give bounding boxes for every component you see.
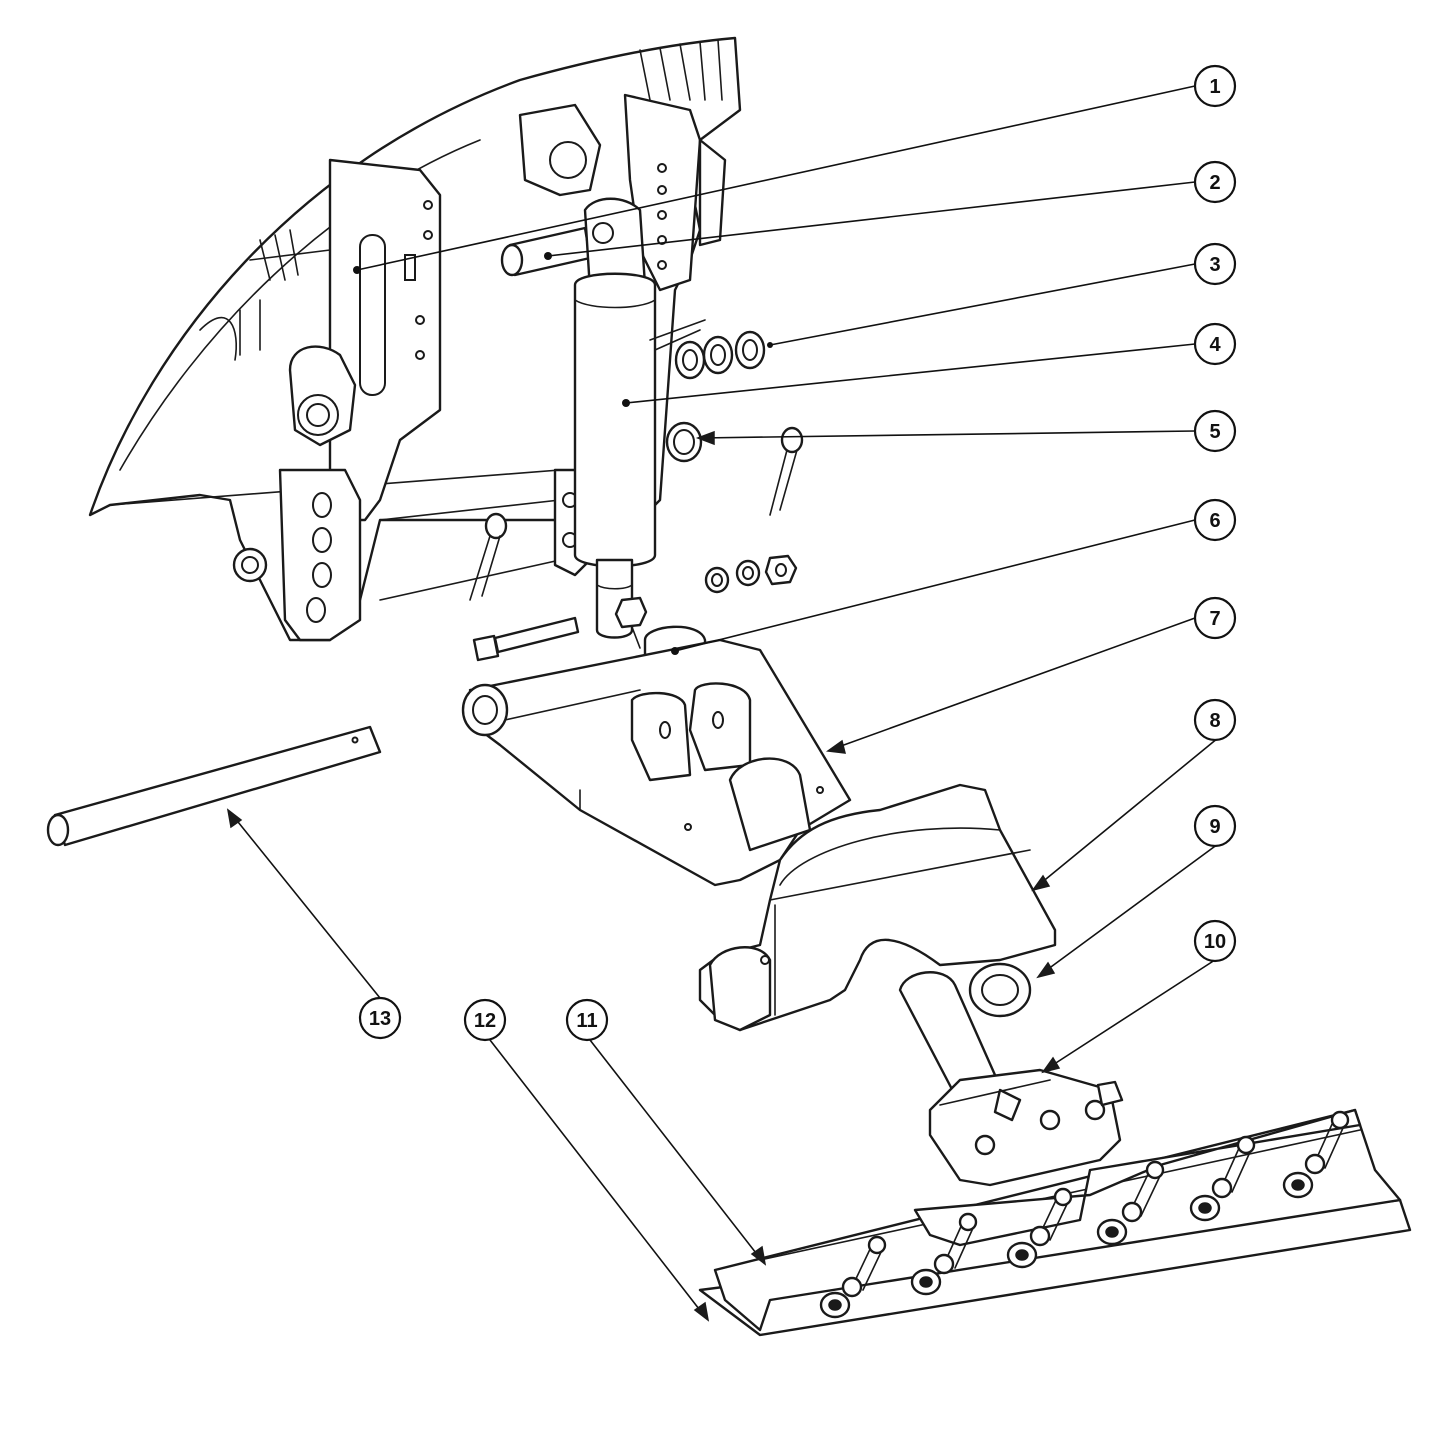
bolt <box>472 596 648 662</box>
callout-2-label: 2 <box>1209 172 1220 194</box>
blade-holes <box>819 1171 1314 1319</box>
r-clips <box>469 426 804 601</box>
callout-12: 12 <box>463 998 507 1042</box>
callout-11-label: 11 <box>576 1010 597 1032</box>
part-9-washer <box>968 962 1032 1018</box>
callouts: 1 2 3 4 5 6 7 8 <box>358 64 1237 1042</box>
callout-9: 9 <box>1193 804 1237 848</box>
part-4-cylinder <box>573 197 657 639</box>
callout-5: 5 <box>1193 409 1237 453</box>
part-3-clips <box>649 319 766 380</box>
callout-13-label: 13 <box>369 1008 391 1030</box>
callout-10-label: 10 <box>1204 931 1226 953</box>
callout-1: 1 <box>1193 64 1237 108</box>
nuts-washers <box>704 554 798 594</box>
callout-12-label: 12 <box>474 1010 496 1032</box>
callout-11: 11 <box>565 998 609 1042</box>
part-7-swing-arm <box>461 638 852 887</box>
callout-9-label: 9 <box>1209 816 1220 838</box>
callout-7: 7 <box>1193 596 1237 640</box>
callout-2: 2 <box>1193 160 1237 204</box>
callout-8: 8 <box>1193 698 1237 742</box>
callout-3-label: 3 <box>1209 254 1220 276</box>
callout-4: 4 <box>1193 322 1237 366</box>
shaft <box>898 971 997 1097</box>
callout-3: 3 <box>1193 242 1237 286</box>
callout-4-label: 4 <box>1209 334 1221 356</box>
part-13-pin <box>46 725 382 847</box>
part-11-12-blades <box>698 1108 1412 1337</box>
blade-bolts <box>841 1110 1350 1298</box>
callout-10: 10 <box>1193 919 1237 963</box>
part-10-plate <box>928 1068 1124 1187</box>
callout-7-label: 7 <box>1209 608 1220 630</box>
leader-lines <box>226 85 1219 1322</box>
callout-8-label: 8 <box>1209 710 1220 732</box>
callout-6: 6 <box>1193 498 1237 542</box>
part-8-mount <box>698 783 1057 1032</box>
callout-6-label: 6 <box>1209 510 1220 532</box>
callout-5-label: 5 <box>1209 421 1220 443</box>
part-5-washer <box>665 421 703 463</box>
callout-13: 13 <box>358 996 402 1040</box>
callout-1-label: 1 <box>1209 76 1220 98</box>
